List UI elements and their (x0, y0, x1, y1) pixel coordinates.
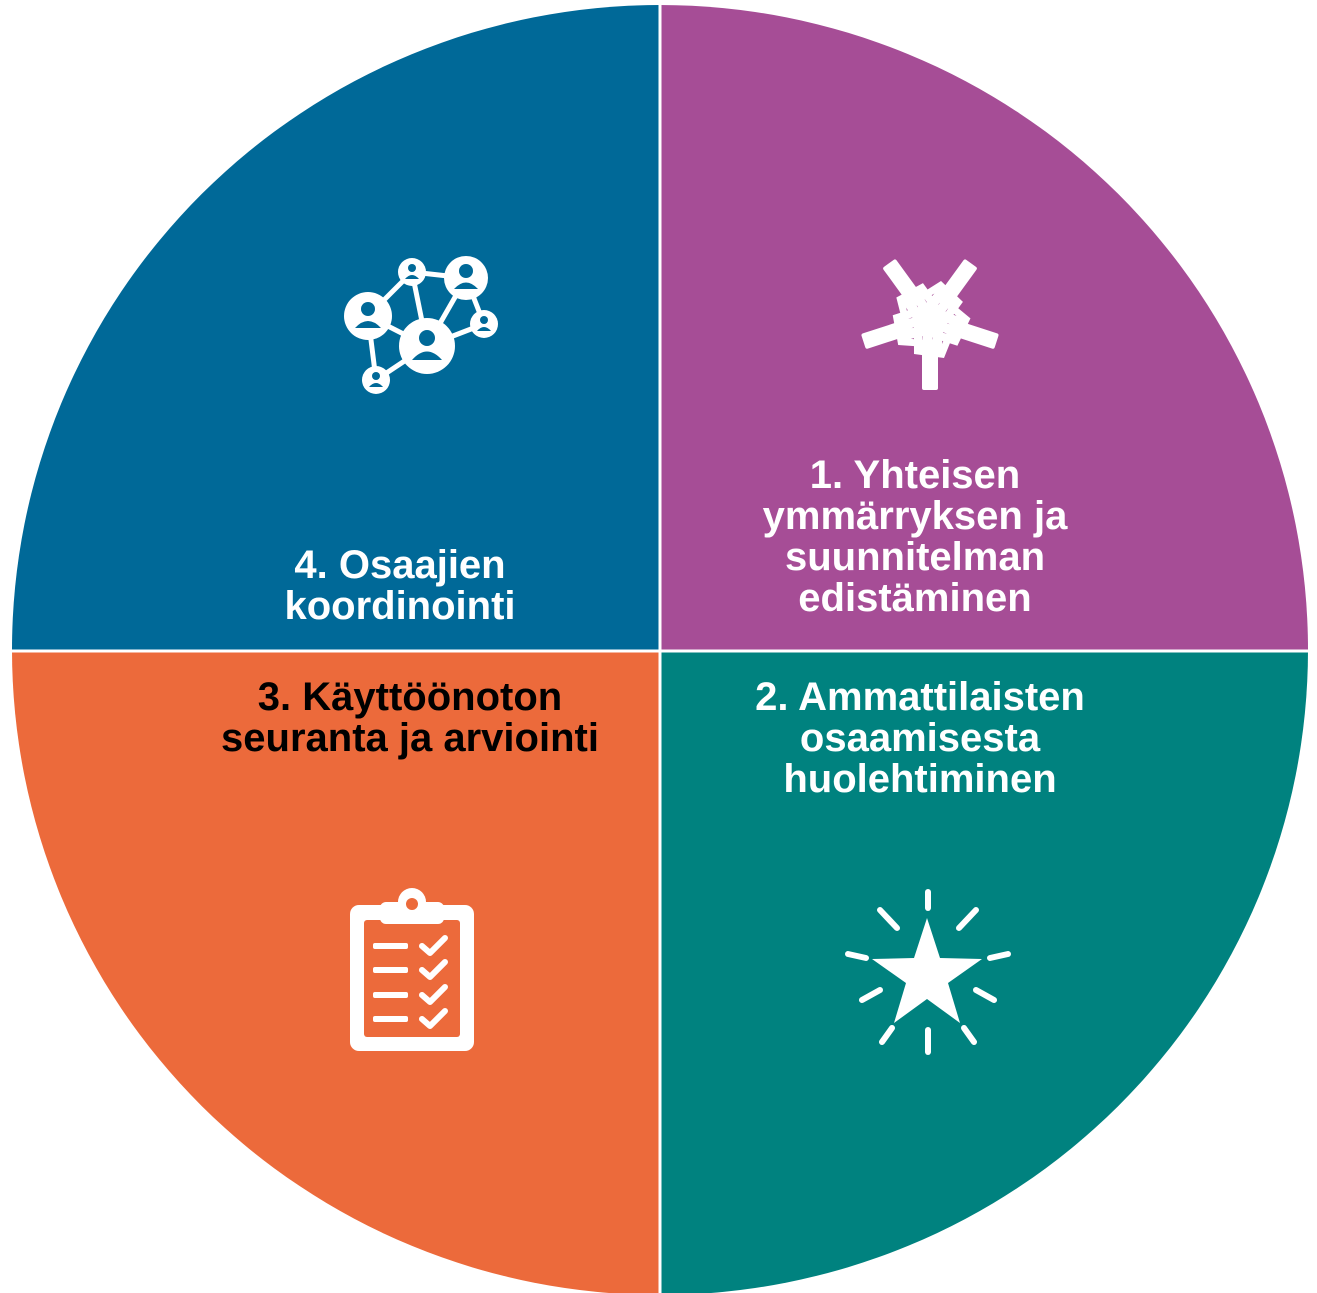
quadrant-2-label-line: huolehtiminen (783, 757, 1057, 801)
quadrant-1-wedge (660, 5, 1308, 650)
quadrant-1-label-line: ymmärryksen ja (762, 494, 1068, 538)
quadrant-1-label-line: 1. Yhteisen (809, 453, 1021, 497)
people-network-icon (344, 256, 498, 394)
quadrant-1-label-line: edistäminen (798, 576, 1032, 620)
clipboard-checklist-icon (350, 888, 474, 1051)
hands-together-icon (861, 259, 999, 390)
quadrant-2-label: 2. Ammattilaisten osaamisesta huolehtimi… (700, 677, 1140, 800)
quadrant-2-label-line: osaamisesta (799, 716, 1041, 760)
quadrant-3-label-line: 3. Käyttöönoton (257, 675, 563, 719)
quadrant-2-wedge (660, 650, 1308, 1293)
quadrant-3-wedge (12, 650, 660, 1293)
quadrant-4-label: 4. Osaajien koordinointi (190, 545, 610, 627)
quadrant-1-label-line: suunnitelman (784, 535, 1046, 579)
quadrant-3-label-line: seuranta ja arviointi (221, 716, 599, 760)
quadrant-4-label-line: 4. Osaajien (294, 543, 506, 587)
quadrant-1-label: 1. Yhteisen ymmärryksen ja suunnitelman … (700, 455, 1130, 619)
shining-star-icon (845, 889, 1011, 1055)
quadrant-3-label: 3. Käyttöönoton seuranta ja arviointi (190, 677, 630, 759)
quadrant-2-label-line: 2. Ammattilaisten (755, 675, 1085, 719)
quadrant-4-wedge (12, 5, 660, 650)
quadrant-4-label-line: koordinointi (284, 584, 516, 628)
